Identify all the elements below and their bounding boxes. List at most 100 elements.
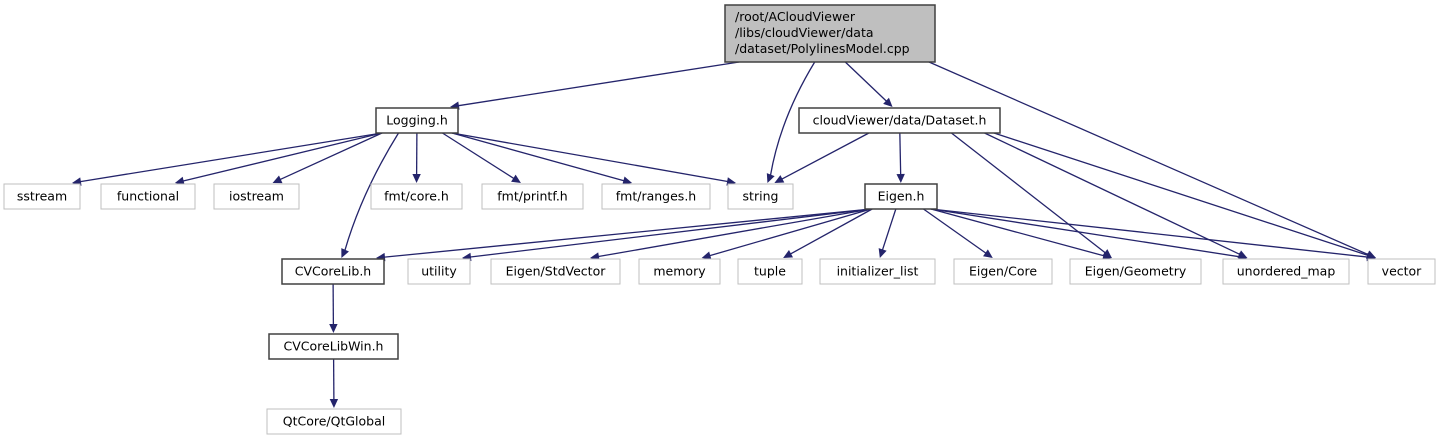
node-box-dataset[interactable] [798,107,1001,134]
edge-eigenh-to-eigencore [923,208,987,254]
node-dataset[interactable]: cloudViewer/data/Dataset.h [798,107,1001,134]
edge-dataset-to-string [781,132,870,180]
arrowhead-logging-to-functional [174,176,185,185]
node-utility[interactable]: utility [407,258,471,285]
edge-eigenh-to-utility [470,208,872,258]
node-box-functional[interactable] [100,183,196,210]
node-label-root-line1: /root/ACloudViewer [735,9,856,24]
node-box-eigencore[interactable] [953,258,1053,285]
node-label-fmtranges: fmt/ranges.h [616,189,696,204]
node-box-vector[interactable] [1367,258,1436,285]
arrowhead-logging-to-fmtprintf [511,174,521,183]
edge-logging-to-iostream [280,132,383,181]
node-box-memory[interactable] [638,258,721,285]
node-label-qtglobal: QtCore/QtGlobal [283,414,386,429]
node-label-fmtcore: fmt/core.h [384,189,449,204]
node-fmtcore[interactable]: fmt/core.h [370,183,463,210]
node-box-cvcorelibwin[interactable] [268,333,399,360]
node-string[interactable]: string [727,183,794,210]
edge-logging-to-string [451,132,728,183]
node-label-eigencore: Eigen/Core [969,264,1037,279]
node-box-utility[interactable] [407,258,471,285]
edge-layer [72,61,1376,408]
node-logging[interactable]: Logging.h [375,107,459,134]
node-label-sstream: sstream [17,189,67,204]
node-label-cvcorelibwin: CVCoreLibWin.h [284,339,384,354]
arrowhead-logging-to-fmtcore [412,173,421,183]
node-initlist[interactable]: initializer_list [819,258,936,285]
node-fmtranges[interactable]: fmt/ranges.h [601,183,711,210]
arrowhead-eigenh-to-memory [701,251,712,260]
node-label-tuple: tuple [754,264,786,279]
node-eigencore[interactable]: Eigen/Core [953,258,1053,285]
edge-eigenh-to-tuple [790,208,873,255]
node-box-qtglobal[interactable] [266,408,402,435]
arrowhead-dataset-to-string [774,175,785,183]
node-cvcorelibwin[interactable]: CVCoreLibWin.h [268,333,399,360]
node-label-eigenstd: Eigen/StdVector [506,264,607,279]
edge-logging-to-cvcorelib [344,132,400,251]
edge-eigenh-to-eigenstd [598,208,872,258]
node-label-root-line2: /libs/cloudViewer/data [735,25,874,40]
node-box-eigenh[interactable] [864,183,938,210]
edge-eigenh-to-eigengeom [930,208,1105,257]
node-label-vector: vector [1382,264,1423,279]
node-label-initlist: initializer_list [837,264,919,279]
node-label-string: string [743,189,779,204]
node-eigengeom[interactable]: Eigen/Geometry [1069,258,1202,285]
node-cvcorelib[interactable]: CVCoreLib.h [281,258,385,285]
node-functional[interactable]: functional [100,183,196,210]
edge-root-to-dataset [844,61,887,102]
edge-root-to-string [769,61,816,176]
node-fmtprintf[interactable]: fmt/printf.h [481,183,584,210]
node-qtglobal[interactable]: QtCore/QtGlobal [266,408,402,435]
node-label-root-line3: /dataset/PolylinesModel.cpp [735,41,910,56]
node-sstream[interactable]: sstream [3,183,81,210]
edge-eigenh-to-unordmap [930,208,1240,258]
node-label-cvcorelib: CVCoreLib.h [295,264,371,279]
edge-root-to-vector [928,61,1369,256]
node-label-memory: memory [653,264,706,279]
edge-dataset-to-vector [993,132,1369,256]
node-eigenh[interactable]: Eigen.h [864,183,938,210]
arrowhead-logging-to-fmtranges [622,176,633,185]
edge-dataset-to-unordmap [984,132,1240,255]
arrowhead-dataset-to-eigenh [896,173,905,183]
node-box-logging[interactable] [375,107,459,134]
edge-eigenh-to-memory [709,208,872,257]
node-label-unordmap: unordered_map [1237,264,1336,279]
node-box-fmtcore[interactable] [370,183,463,210]
node-box-eigengeom[interactable] [1069,258,1202,285]
node-label-functional: functional [117,189,179,204]
node-label-fmtprintf: fmt/printf.h [497,189,567,204]
node-eigenstd[interactable]: Eigen/StdVector [490,258,621,285]
node-box-sstream[interactable] [3,183,81,210]
node-label-eigenh: Eigen.h [878,189,925,204]
node-box-root[interactable] [724,4,936,63]
arrowhead-root-to-string [766,173,775,183]
arrowhead-eigenh-to-initlist [878,248,887,258]
node-unordmap[interactable]: unordered_map [1222,258,1350,285]
node-box-cvcorelib[interactable] [281,258,385,285]
node-vector[interactable]: vector [1367,258,1436,285]
node-box-fmtranges[interactable] [601,183,711,210]
node-memory[interactable]: memory [638,258,721,285]
node-label-eigengeom: Eigen/Geometry [1085,264,1187,279]
node-tuple[interactable]: tuple [737,258,803,285]
node-label-iostream: iostream [229,189,284,204]
arrowhead-eigenh-to-eigengeom [1102,251,1113,260]
node-box-unordmap[interactable] [1222,258,1350,285]
edge-logging-to-fmtprintf [442,132,515,179]
arrowhead-logging-to-cvcorelib [341,248,349,258]
node-box-tuple[interactable] [737,258,803,285]
node-box-eigenstd[interactable] [490,258,621,285]
node-box-fmtprintf[interactable] [481,183,584,210]
node-iostream[interactable]: iostream [213,183,300,210]
edge-eigenh-to-vector [930,208,1368,258]
node-box-iostream[interactable] [213,183,300,210]
node-root[interactable]: /root/ACloudViewer/libs/cloudViewer/data… [724,4,936,63]
node-box-string[interactable] [727,183,794,210]
node-box-initlist[interactable] [819,258,936,285]
